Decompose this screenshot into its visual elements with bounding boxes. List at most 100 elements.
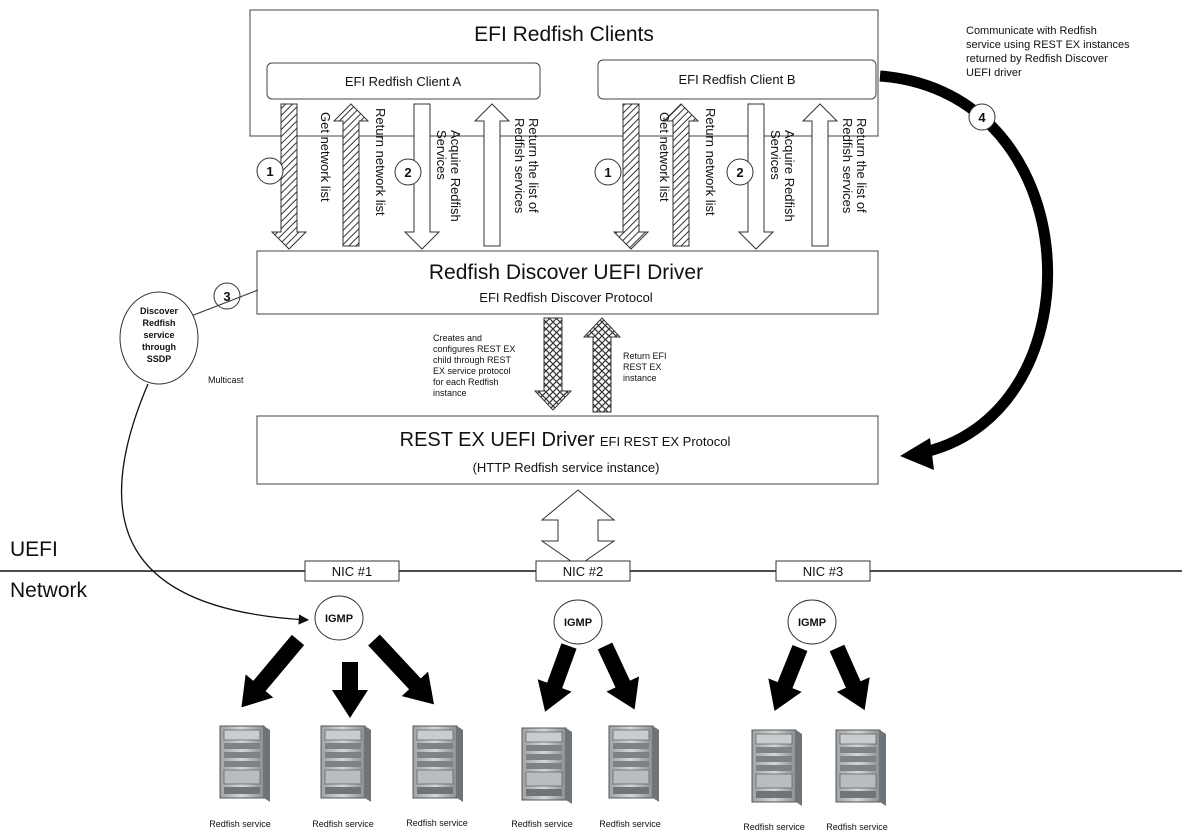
server-label-5: Redfish service — [599, 819, 661, 829]
igmp-node-3-label: IGMP — [798, 617, 826, 629]
step-badge-1b — [594, 158, 622, 186]
label-return-list-a-1: Return the list of — [526, 118, 541, 213]
restex-nic-double-arrow — [540, 489, 616, 567]
label-get-network-list-a: Get network list — [318, 112, 333, 202]
server-icon-2 — [320, 725, 372, 803]
restex-driver-box — [256, 415, 879, 485]
discover-driver-box — [256, 250, 879, 315]
nic-3-label: NIC #3 — [803, 564, 843, 579]
discover-driver-protocol: EFI Redfish Discover Protocol — [479, 290, 653, 305]
return-rest-ex-arrow — [582, 317, 622, 413]
igmp-node-1 — [314, 595, 364, 641]
nic-1-label: NIC #1 — [332, 564, 372, 579]
creates-line5: for each Redfish — [433, 377, 499, 387]
creates-line2: configures REST EX — [433, 344, 515, 354]
server-icon-1 — [219, 725, 271, 803]
communicate-curved-arrow — [879, 70, 1053, 458]
multicast-curve — [120, 383, 310, 625]
restex-driver-protocol: EFI REST EX Protocol — [600, 434, 731, 449]
annotation-4-line3: returned by Redfish Discover — [966, 53, 1108, 65]
discover-bubble — [119, 291, 199, 385]
server-label-7: Redfish service — [826, 822, 888, 832]
return-services-arrow-b — [801, 103, 839, 247]
server-label-6: Redfish service — [743, 822, 805, 832]
discover-driver-title: Redfish Discover UEFI Driver — [429, 261, 703, 284]
step-badge-1a — [256, 157, 284, 185]
annotation-4-line1: Communicate with Redfish — [966, 25, 1097, 37]
label-acquire-b-1: Acquire Redfish — [782, 130, 797, 222]
return-network-list-arrow-b — [662, 103, 700, 247]
restex-driver-subtitle: (HTTP Redfish service instance) — [473, 460, 660, 475]
label-return-network-list-b: Return network list — [703, 108, 718, 216]
communicate-arrow-head — [900, 438, 934, 470]
creates-line4: EX service protocol — [433, 366, 511, 376]
server-label-3: Redfish service — [406, 818, 468, 828]
server-icon-6 — [751, 729, 803, 807]
uefi-layer-label: UEFI — [10, 538, 58, 561]
return-efi-line3: instance — [623, 373, 657, 383]
server-icon-4 — [521, 727, 573, 805]
bubble-connector — [185, 289, 259, 319]
label-return-list-b-2: Redfish services — [840, 118, 855, 214]
return-network-list-arrow-a — [332, 103, 370, 247]
step-badge-4-text: 4 — [978, 110, 986, 125]
bubble-line3: service — [143, 330, 174, 340]
label-return-network-list-a: Return network list — [373, 108, 388, 216]
igmp-node-1-label: IGMP — [325, 613, 353, 625]
client-b-label: EFI Redfish Client B — [678, 72, 795, 87]
return-services-arrow-a — [473, 103, 511, 247]
step-badge-2b — [726, 158, 754, 186]
step-badge-2a-text: 2 — [404, 165, 411, 180]
step-badge-2a — [394, 158, 422, 186]
nic-2-label: NIC #2 — [563, 564, 603, 579]
nic-2-box[interactable] — [535, 560, 631, 582]
server-icon-3 — [412, 725, 464, 803]
igmp-node-2 — [553, 599, 603, 645]
bubble-line4: through — [142, 342, 176, 352]
server-label-1: Redfish service — [209, 819, 271, 829]
label-return-list-a-2: Redfish services — [512, 118, 527, 214]
restex-driver-title: REST EX UEFI Driver — [400, 429, 596, 451]
creates-line3: child through REST — [433, 355, 512, 365]
fanout-arrows — [241, 634, 870, 718]
server-label-2: Redfish service — [312, 819, 374, 829]
step-badge-3-text: 3 — [223, 289, 230, 304]
creates-rest-ex-arrow — [533, 317, 573, 411]
step-badge-2b-text: 2 — [736, 165, 743, 180]
annotation-4-line4: UEFI driver — [966, 67, 1022, 79]
client-a-label: EFI Redfish Client A — [345, 74, 462, 89]
server-icon-5 — [608, 725, 660, 803]
server-icon-7 — [835, 729, 887, 807]
return-efi-line2: REST EX — [623, 362, 661, 372]
label-acquire-a-2: Services — [434, 130, 449, 180]
creates-line6: instance — [433, 388, 467, 398]
multicast-label: Multicast — [208, 375, 244, 385]
client-b-box[interactable] — [597, 59, 877, 100]
creates-line1: Creates and — [433, 333, 482, 343]
client-a-box[interactable] — [266, 62, 541, 100]
get-network-list-arrow-b — [612, 103, 650, 250]
clients-title: EFI Redfish Clients — [474, 23, 654, 46]
bubble-line5: SSDP — [147, 354, 172, 364]
nic-3-box[interactable] — [775, 560, 871, 582]
step-badge-3 — [213, 282, 241, 310]
get-network-list-arrow-a — [270, 103, 308, 250]
step-badge-4 — [968, 103, 996, 131]
label-get-network-list-b: Get network list — [657, 112, 672, 202]
igmp-node-2-label: IGMP — [564, 617, 592, 629]
step-badge-1a-text: 1 — [266, 164, 273, 179]
label-acquire-a-1: Acquire Redfish — [448, 130, 463, 222]
igmp-node-3 — [787, 599, 837, 645]
label-return-list-b-1: Return the list of — [854, 118, 869, 213]
acquire-services-arrow-a — [403, 103, 441, 250]
nic-1-box[interactable] — [304, 560, 400, 582]
restex-driver-heading: REST EX UEFI Driver EFI REST EX Protocol — [400, 429, 731, 451]
step-badge-1b-text: 1 — [604, 165, 611, 180]
network-layer-label: Network — [10, 579, 88, 602]
label-acquire-b-2: Services — [768, 130, 783, 180]
server-label-4: Redfish service — [511, 819, 573, 829]
acquire-services-arrow-b — [737, 103, 775, 250]
bubble-line2: Redfish — [142, 318, 175, 328]
bubble-line1: Discover — [140, 306, 179, 316]
